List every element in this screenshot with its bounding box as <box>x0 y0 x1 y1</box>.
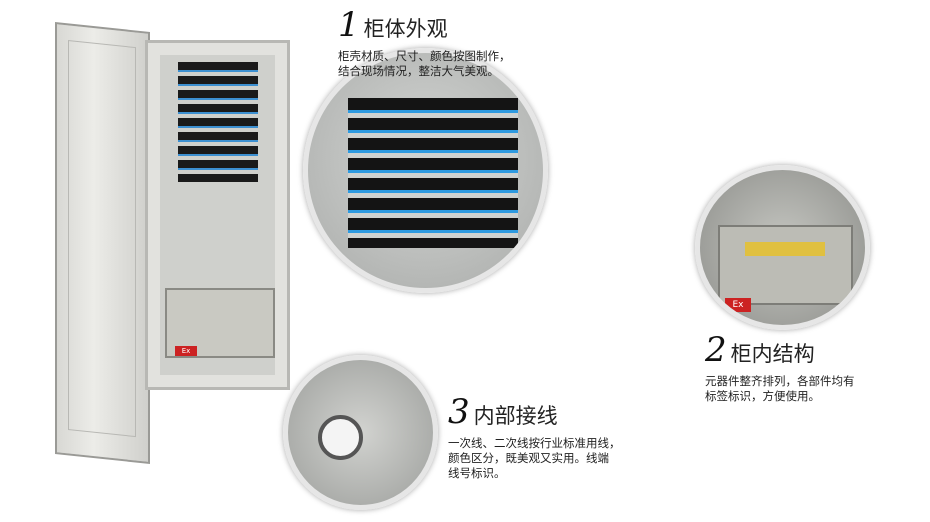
detail-junction-box-photo: Ex <box>695 165 870 330</box>
feature-number: 2 <box>705 330 727 370</box>
solenoid-valves <box>178 62 258 182</box>
pressure-gauge <box>318 415 363 460</box>
detail-wiring-photo <box>283 355 438 510</box>
feature-description: 柜壳材质、尺寸、颜色按图制作，结合现场情况，整洁大气美观。 <box>338 49 511 78</box>
detail-valves-photo <box>303 48 548 293</box>
ex-label: Ex <box>175 346 197 356</box>
feature-number: 3 <box>448 392 470 432</box>
feature-title: 内部接线 <box>473 404 558 428</box>
feature-number: 1 <box>338 5 360 45</box>
door-panel <box>68 40 136 438</box>
feature-title: 柜体外观 <box>363 17 448 41</box>
ex-label-detail: Ex <box>725 298 751 312</box>
feature-title: 柜内结构 <box>730 342 815 366</box>
feature-description: 元器件整齐排列，各部件均有标签标识，方便使用。 <box>705 374 855 403</box>
feature-description: 一次线、二次线按行业标准用线，颜色区分，既美观又实用。线端线号标识。 <box>448 436 621 480</box>
